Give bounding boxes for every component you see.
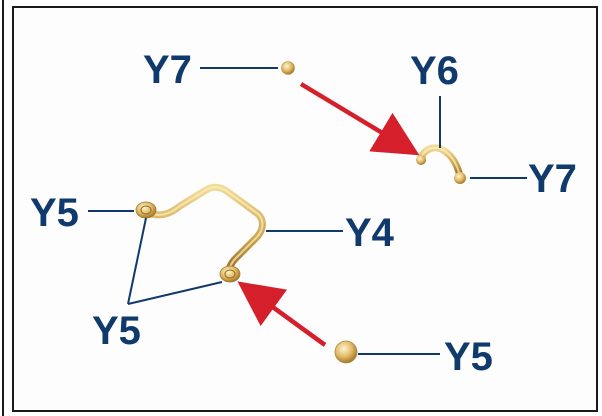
part-y6-hook [416,144,466,184]
adjacent-panel-edge [0,0,4,416]
arrow-to-y4-end [237,281,327,347]
label-y5-bottom-left: Y5 [92,309,141,353]
diagram-panel [12,6,598,412]
part-y5-bead [334,340,358,364]
part-y7-bead [281,61,295,75]
arrow-to-y6 [299,82,420,156]
label-y5-bottom-right: Y5 [444,335,493,379]
label-y4: Y4 [345,211,395,255]
leader-y5-bottom-a [127,217,147,305]
leader-y5-bottom-b [127,281,223,305]
part-y4-wire [135,183,266,283]
label-y5-left: Y5 [30,191,79,235]
leader-lines [88,67,527,355]
label-y6: Y6 [410,49,459,93]
label-y7-right: Y7 [528,157,577,201]
label-y7-top: Y7 [143,48,192,92]
